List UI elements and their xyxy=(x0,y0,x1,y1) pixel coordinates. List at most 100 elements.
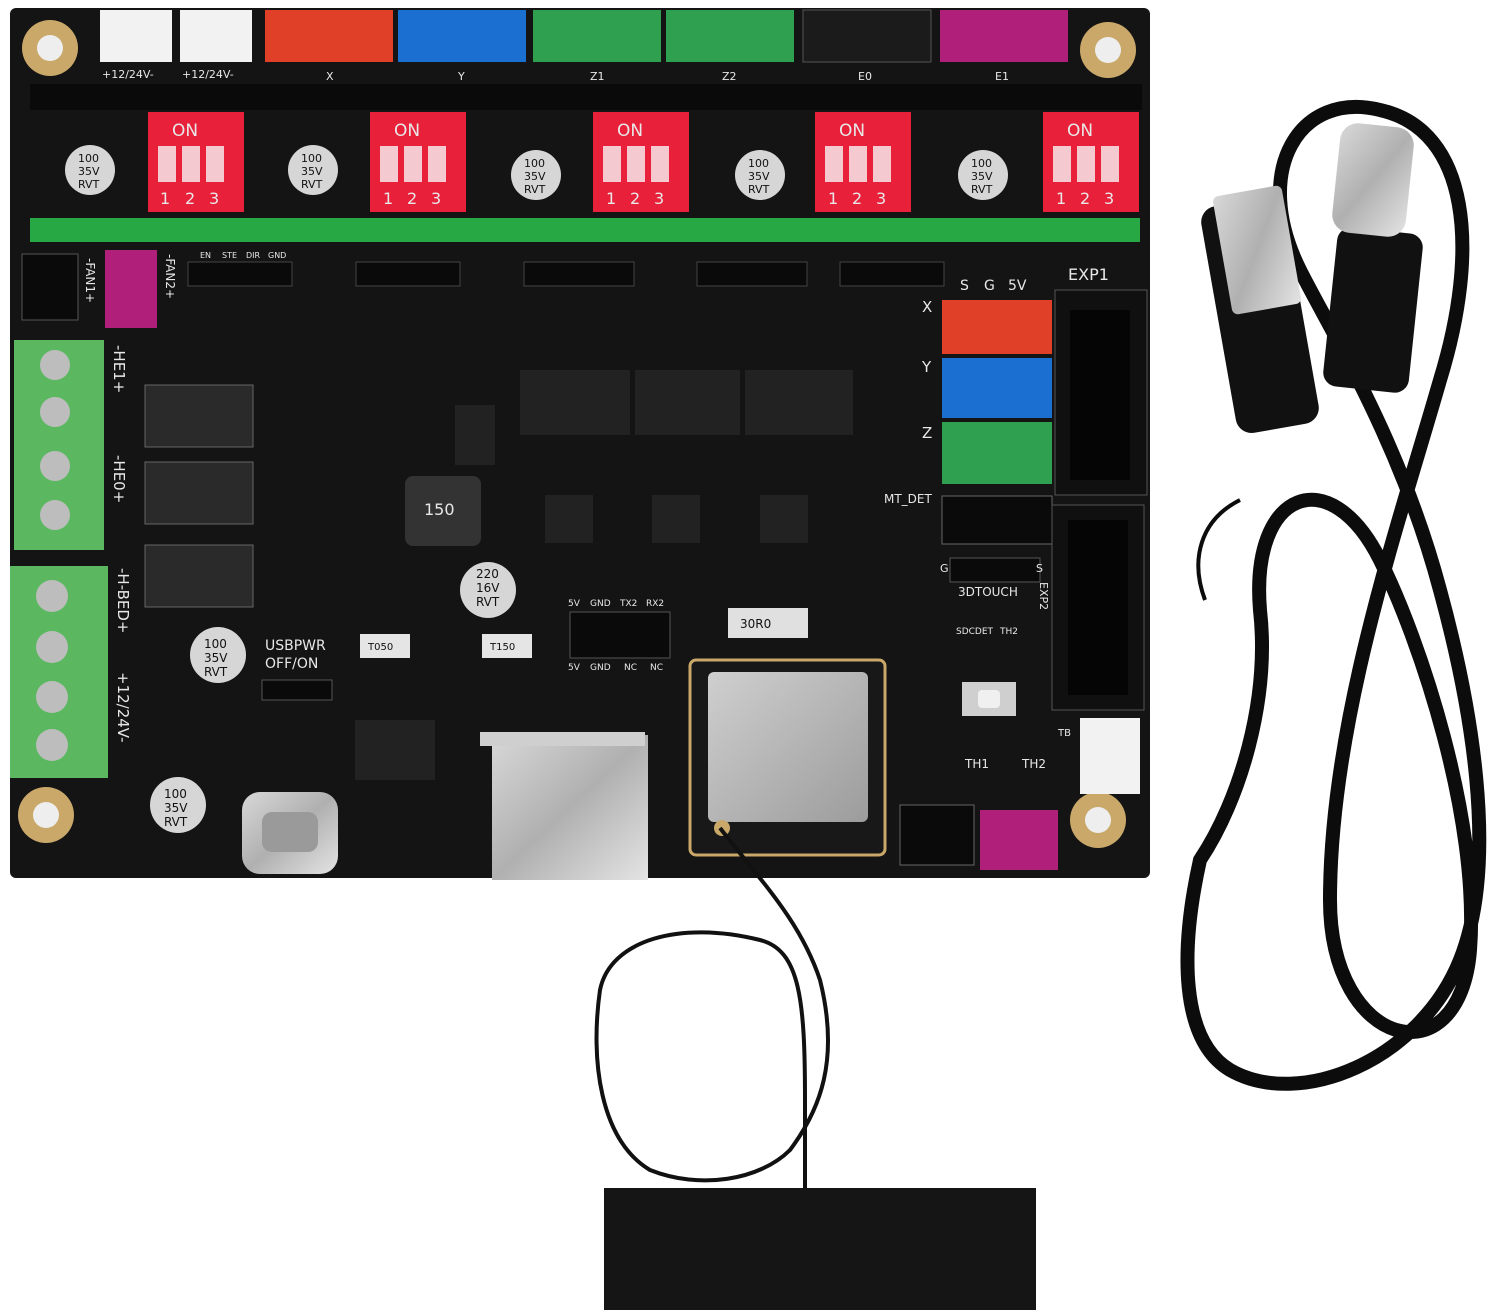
svg-text:100: 100 xyxy=(971,157,992,170)
svg-text:150: 150 xyxy=(424,500,455,519)
endstop-5v-label: 5V xyxy=(1008,278,1027,294)
fan1-connector xyxy=(21,253,79,321)
svg-text:100: 100 xyxy=(524,157,545,170)
svg-text:1: 1 xyxy=(383,189,393,208)
driver-slot: 100 35V RVT ON 1 2 3 xyxy=(65,112,244,212)
svg-text:T150: T150 xyxy=(489,642,515,653)
svg-text:RX2: RX2 xyxy=(646,599,664,609)
mosfets xyxy=(144,384,254,608)
svg-text:100: 100 xyxy=(748,157,769,170)
endstop-s-label: S xyxy=(960,278,969,294)
svg-text:100: 100 xyxy=(301,152,322,165)
svg-text:RVT: RVT xyxy=(204,665,228,679)
fuse-t150: T150 xyxy=(482,634,532,658)
driver-uart-headers xyxy=(187,261,945,287)
motor-e1-label: E1 xyxy=(995,70,1009,83)
svg-text:ON: ON xyxy=(617,121,643,141)
exp2-label: EXP2 xyxy=(1037,582,1050,610)
3dtouch-connector xyxy=(949,557,1041,583)
power-main-label: +12/24V- xyxy=(114,672,132,743)
svg-text:S: S xyxy=(1036,562,1043,575)
svg-text:RVT: RVT xyxy=(301,178,323,191)
svg-text:35V: 35V xyxy=(971,170,993,183)
reset-button xyxy=(962,682,1016,716)
shunt-resistor: 30R0 xyxy=(728,608,808,638)
power-in-label-1: +12/24V- xyxy=(102,68,154,81)
svg-text:5V: 5V xyxy=(568,599,581,609)
th2-label: TH2 xyxy=(1021,757,1046,771)
svg-text:16V: 16V xyxy=(476,581,500,595)
svg-text:STE: STE xyxy=(222,251,237,260)
uart-header: 5V GND TX2 RX2 5V GND NC NC xyxy=(568,599,671,673)
svg-text:RVT: RVT xyxy=(971,183,993,196)
svg-text:2: 2 xyxy=(852,189,862,208)
capacitor-220uf: 220 16V RVT xyxy=(460,562,516,618)
endstop-g-label: G xyxy=(984,278,995,294)
svg-text:5V: 5V xyxy=(568,663,581,673)
svg-text:NC: NC xyxy=(624,663,637,673)
svg-text:RVT: RVT xyxy=(164,815,188,829)
svg-text:SDCDET: SDCDET xyxy=(956,627,994,637)
svg-text:EN: EN xyxy=(200,251,211,260)
svg-text:ON: ON xyxy=(839,121,865,141)
svg-text:DIR: DIR xyxy=(246,251,261,260)
driver-chips xyxy=(355,370,853,780)
exp1-label: EXP1 xyxy=(1068,265,1109,284)
mainboard: +12/24V- +12/24V- X Y Z1 Z2 E0 E1 100 35… xyxy=(10,8,1150,880)
mounting-hole xyxy=(18,20,1136,848)
svg-text:3: 3 xyxy=(1104,189,1114,208)
he1-label: -HE1+ xyxy=(110,345,128,393)
svg-text:100: 100 xyxy=(78,152,99,165)
svg-text:3: 3 xyxy=(209,189,219,208)
svg-text:RVT: RVT xyxy=(524,183,546,196)
motor-x-label: X xyxy=(326,70,334,83)
svg-text:35V: 35V xyxy=(748,170,770,183)
usb-cable xyxy=(1180,99,1487,1091)
svg-text:1: 1 xyxy=(828,189,838,208)
capacitor-100uf: 100 35V RVT xyxy=(150,777,206,833)
fan1-label: -FAN1+ xyxy=(83,258,97,303)
driver-slot: 100 35V RVT ON 1 2 3 xyxy=(735,112,911,212)
wifi-antenna xyxy=(594,826,1036,1310)
svg-text:GND: GND xyxy=(590,663,611,673)
svg-text:ON: ON xyxy=(1067,121,1093,141)
dip-on-label: ON xyxy=(172,121,198,141)
svg-text:1: 1 xyxy=(606,189,616,208)
mt-det-label: MT_DET xyxy=(884,492,933,506)
svg-text:3: 3 xyxy=(431,189,441,208)
motor-y-label: Y xyxy=(457,70,465,83)
he0-label: -HE0+ xyxy=(110,455,128,503)
svg-text:35V: 35V xyxy=(524,170,546,183)
fan2-connector xyxy=(105,250,157,328)
svg-text:G: G xyxy=(940,562,949,575)
svg-text:GND: GND xyxy=(590,599,611,609)
svg-text:TX2: TX2 xyxy=(619,599,637,609)
tb-connector xyxy=(1080,718,1140,794)
svg-text:2: 2 xyxy=(185,189,195,208)
exp2-header xyxy=(1051,504,1145,711)
3dtouch-label: 3DTOUCH xyxy=(958,585,1018,599)
svg-text:ON: ON xyxy=(394,121,420,141)
screw-terminal-heaters xyxy=(14,340,104,550)
svg-text:35V: 35V xyxy=(78,165,100,178)
svg-text:TH2: TH2 xyxy=(999,627,1018,637)
driver-slot: 100 35V RVT ON 1 2 3 xyxy=(511,112,689,212)
bottom-black-connector xyxy=(899,804,975,866)
svg-text:1: 1 xyxy=(1056,189,1066,208)
svg-text:35V: 35V xyxy=(164,801,188,815)
svg-text:1: 1 xyxy=(160,189,170,208)
svg-text:RVT: RVT xyxy=(748,183,770,196)
svg-text:NC: NC xyxy=(650,663,663,673)
capacitor-100uf: 100 35V RVT xyxy=(190,627,246,683)
svg-text:35V: 35V xyxy=(301,165,323,178)
sd-card-slot xyxy=(480,732,648,880)
exp1-header xyxy=(1054,289,1148,496)
wifi-module xyxy=(688,658,887,857)
svg-text:100: 100 xyxy=(204,637,227,651)
hbed-label: -H-BED+ xyxy=(114,568,132,633)
svg-text:2: 2 xyxy=(1080,189,1090,208)
svg-text:3: 3 xyxy=(876,189,886,208)
fan2-label: -FAN2+ xyxy=(163,254,177,299)
svg-text:GND: GND xyxy=(268,251,286,260)
